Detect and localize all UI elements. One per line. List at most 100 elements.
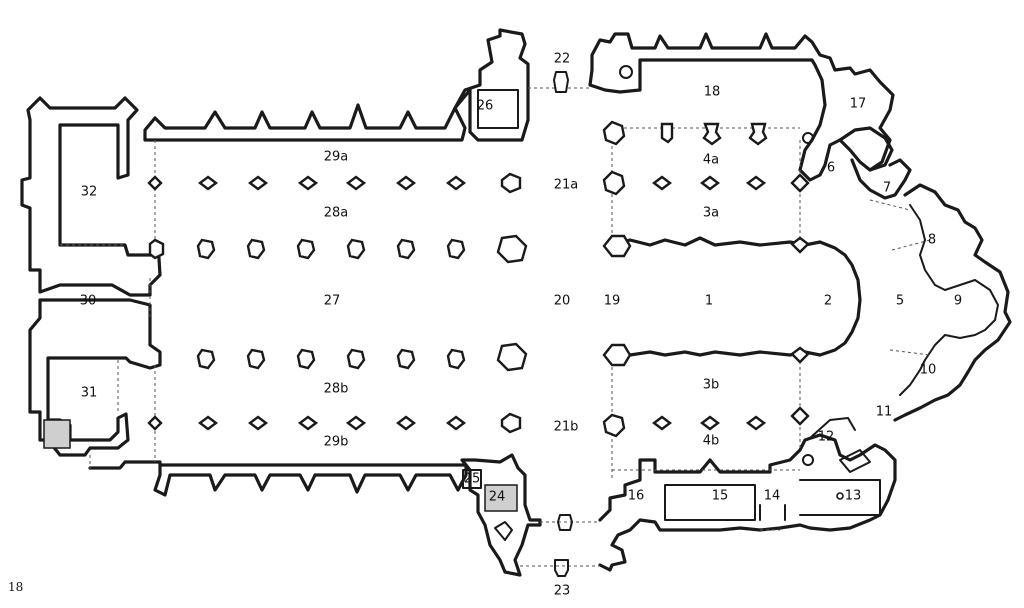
pier bbox=[198, 175, 218, 191]
pier bbox=[602, 120, 626, 146]
pier bbox=[496, 234, 528, 264]
west-block bbox=[20, 96, 162, 457]
label-11: 11 bbox=[876, 405, 893, 420]
label-19: 19 bbox=[604, 294, 621, 309]
stair-6 bbox=[802, 132, 814, 144]
label-12: 12 bbox=[818, 430, 835, 445]
label-28a: 28a bbox=[324, 206, 349, 221]
label-30: 30 bbox=[80, 294, 97, 309]
label-1: 1 bbox=[705, 294, 713, 309]
north-aisle-wall bbox=[143, 28, 592, 142]
label-29b: 29b bbox=[324, 435, 349, 450]
pier bbox=[790, 236, 810, 254]
room-labels: 1 2 3a 3b 4a 4b 5 6 7 8 9 10 11 12 13 14… bbox=[80, 52, 962, 599]
pier bbox=[346, 175, 366, 191]
south-porch bbox=[460, 453, 600, 577]
pier bbox=[298, 415, 318, 431]
pier bbox=[296, 348, 316, 370]
label-5: 5 bbox=[896, 294, 904, 309]
pier bbox=[246, 238, 266, 260]
pier bbox=[602, 413, 626, 438]
room-26-box bbox=[477, 89, 519, 129]
stair-turret-south bbox=[802, 454, 814, 466]
stair-turret-north bbox=[619, 65, 633, 79]
pier bbox=[346, 415, 366, 431]
label-21b: 21b bbox=[554, 420, 579, 435]
pier bbox=[147, 175, 163, 191]
label-14: 14 bbox=[764, 489, 781, 504]
pier bbox=[396, 238, 416, 260]
apse-chevet bbox=[869, 183, 1012, 422]
pier bbox=[790, 406, 810, 426]
label-31: 31 bbox=[81, 386, 98, 401]
vault-lines bbox=[154, 127, 801, 480]
pier bbox=[660, 122, 674, 144]
room-24-box bbox=[484, 484, 518, 512]
pier bbox=[296, 238, 316, 260]
pier bbox=[198, 415, 218, 431]
label-3b: 3b bbox=[703, 378, 720, 393]
pier bbox=[700, 415, 720, 431]
pier bbox=[147, 415, 163, 431]
pier bbox=[700, 175, 720, 191]
pier bbox=[446, 238, 466, 260]
pier bbox=[446, 348, 466, 370]
pier bbox=[746, 175, 766, 191]
pier bbox=[298, 175, 318, 191]
label-3a: 3a bbox=[703, 206, 719, 221]
stair-hatch bbox=[43, 419, 71, 449]
label-23: 23 bbox=[554, 584, 571, 599]
pier bbox=[790, 173, 810, 193]
pier bbox=[196, 348, 216, 370]
south-aisle-wall bbox=[88, 455, 468, 497]
label-26: 26 bbox=[477, 99, 494, 114]
label-4b: 4b bbox=[703, 434, 720, 449]
nave-piers bbox=[147, 120, 810, 438]
pier bbox=[246, 348, 266, 370]
pier bbox=[446, 415, 466, 431]
label-2: 2 bbox=[824, 294, 832, 309]
pier bbox=[746, 415, 766, 431]
pier bbox=[196, 238, 216, 260]
label-4a: 4a bbox=[703, 153, 719, 168]
pier bbox=[446, 175, 466, 191]
pier bbox=[790, 346, 810, 364]
pier bbox=[602, 234, 632, 258]
pier bbox=[748, 122, 768, 146]
pier bbox=[500, 412, 522, 434]
pier bbox=[148, 238, 165, 260]
pier bbox=[396, 415, 416, 431]
pier bbox=[346, 238, 366, 260]
label-28b: 28b bbox=[324, 382, 349, 397]
label-27: 27 bbox=[324, 294, 341, 309]
label-22: 22 bbox=[554, 52, 571, 67]
marker-13 bbox=[836, 492, 844, 500]
pier bbox=[396, 348, 416, 370]
pier bbox=[248, 415, 268, 431]
pier bbox=[602, 343, 632, 367]
label-13: 13 bbox=[845, 489, 862, 504]
label-20: 20 bbox=[554, 294, 571, 309]
label-24: 24 bbox=[489, 490, 506, 505]
label-32: 32 bbox=[81, 185, 98, 200]
label-15: 15 bbox=[712, 489, 729, 504]
label-10: 10 bbox=[920, 363, 937, 378]
pier bbox=[346, 348, 366, 370]
inner-choir-arcade bbox=[610, 236, 862, 357]
label-16: 16 bbox=[628, 489, 645, 504]
pier bbox=[602, 170, 626, 196]
page-number: 18 bbox=[8, 580, 23, 594]
label-9: 9 bbox=[954, 294, 962, 309]
pier bbox=[702, 122, 722, 146]
label-29a: 29a bbox=[324, 150, 349, 165]
pier bbox=[496, 342, 528, 372]
label-8: 8 bbox=[928, 233, 936, 248]
north-choir-wall bbox=[588, 32, 912, 200]
pier bbox=[652, 175, 672, 191]
label-18: 18 bbox=[704, 85, 721, 100]
label-21a: 21a bbox=[554, 178, 579, 193]
label-7: 7 bbox=[883, 181, 891, 196]
label-6: 6 bbox=[827, 161, 835, 176]
pier bbox=[500, 172, 522, 194]
